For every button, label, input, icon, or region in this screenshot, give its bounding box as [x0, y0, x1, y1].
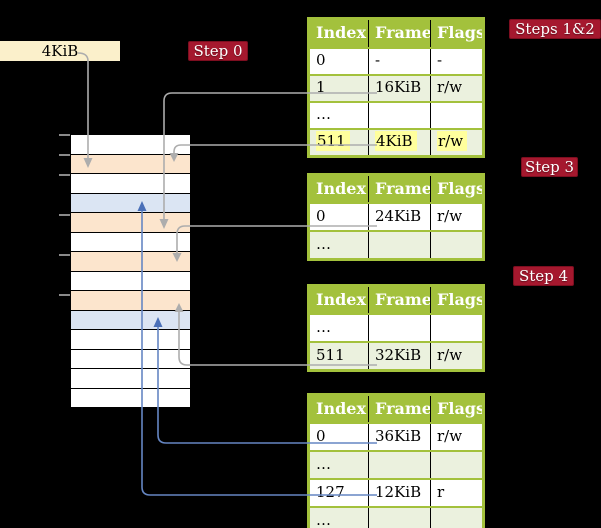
- column-header-index: Index: [310, 396, 368, 422]
- memory-frame: [71, 369, 190, 389]
- column-header-flags: Flags: [430, 20, 482, 47]
- memory-frame: [71, 349, 190, 369]
- physical-memory-column: [70, 134, 191, 408]
- memory-frame-32kib: [71, 291, 190, 311]
- page-table-level-1: Index Frame Flags 0 - - 1 16KiB r/w … 51…: [307, 17, 485, 158]
- memory-frame-24kib: [71, 252, 190, 272]
- cell-frame: 32KiB: [368, 343, 430, 369]
- cell-index: 127: [316, 483, 345, 501]
- highlighted-value: 4KiB: [375, 131, 417, 151]
- memory-frame-4kib: [71, 154, 190, 174]
- table-row: …: [310, 313, 482, 341]
- cell-flags: r/w: [430, 76, 482, 101]
- cell-frame: [368, 232, 430, 258]
- cell-flags: [430, 508, 482, 528]
- badge-step-3: Step 3: [521, 157, 578, 177]
- page-table-level-2: Index Frame Flags 0 24KiB r/w …: [307, 173, 485, 261]
- badge-step-0: Step 0: [188, 41, 248, 61]
- table-row: 0 36KiB r/w: [310, 422, 482, 450]
- memory-frame: [71, 330, 190, 350]
- highlighted-value: r/w: [437, 131, 468, 151]
- cell-index: 511: [316, 346, 345, 364]
- column-header-flags: Flags: [430, 396, 482, 422]
- table-row: 0 - -: [310, 47, 482, 74]
- address-tick: [59, 174, 70, 176]
- cell-index: …: [316, 105, 331, 123]
- column-header-index: Index: [310, 20, 368, 47]
- memory-frame-36kib: [71, 310, 190, 330]
- cell-frame: -: [368, 49, 430, 74]
- cell-flags: r/w: [430, 204, 482, 230]
- cell-flags: r/w: [430, 424, 482, 450]
- table-row: …: [310, 101, 482, 128]
- address-tick: [59, 294, 70, 296]
- memory-frame: [71, 388, 190, 407]
- memory-frame: [71, 232, 190, 252]
- cell-frame: [368, 103, 430, 128]
- address-tick: [59, 134, 70, 136]
- memory-frame: [71, 135, 190, 155]
- badge-step-4: Step 4: [513, 266, 574, 286]
- table-row: …: [310, 230, 482, 258]
- cell-frame: 16KiB: [368, 76, 430, 101]
- cell-index: 0: [316, 207, 326, 225]
- cell-index: …: [316, 235, 331, 253]
- column-header-index: Index: [310, 176, 368, 202]
- frame-size-label: 4KiB: [0, 41, 120, 61]
- badge-steps-1-2: Steps 1&2: [509, 19, 601, 39]
- cell-flags: [430, 232, 482, 258]
- column-header-frame: Frame: [368, 20, 430, 47]
- page-table-level-3: Index Frame Flags … 511 32KiB r/w: [307, 284, 485, 372]
- column-header-frame: Frame: [368, 287, 430, 313]
- column-header-frame: Frame: [368, 396, 430, 422]
- cell-flags: -: [430, 49, 482, 74]
- table-row: 127 12KiB r: [310, 478, 482, 506]
- page-table-level-4: Index Frame Flags 0 36KiB r/w … 127 12Ki…: [307, 393, 485, 528]
- cell-flags: r/w: [430, 130, 482, 155]
- table-header-row: Index Frame Flags: [310, 176, 482, 202]
- table-row-highlighted: 511 4KiB r/w: [310, 128, 482, 155]
- cell-flags: r: [430, 480, 482, 506]
- column-header-frame: Frame: [368, 176, 430, 202]
- table-header-row: Index Frame Flags: [310, 396, 482, 422]
- table-row: 0 24KiB r/w: [310, 202, 482, 230]
- address-tick: [59, 154, 70, 156]
- memory-frame: [71, 271, 190, 291]
- table-row: 1 16KiB r/w: [310, 74, 482, 101]
- cell-index: 0: [316, 427, 326, 445]
- column-header-flags: Flags: [430, 176, 482, 202]
- cell-index: 1: [316, 78, 326, 96]
- cell-frame: 4KiB: [368, 130, 430, 155]
- cell-frame: [368, 315, 430, 341]
- highlighted-value: 511: [316, 131, 350, 151]
- cell-flags: r/w: [430, 343, 482, 369]
- cell-index: …: [316, 511, 331, 528]
- column-header-flags: Flags: [430, 287, 482, 313]
- table-row: …: [310, 506, 482, 528]
- address-tick: [59, 254, 70, 256]
- cell-frame: 12KiB: [368, 480, 430, 506]
- cell-flags: [430, 103, 482, 128]
- memory-frame-16kib: [71, 213, 190, 233]
- cell-frame: 36KiB: [368, 424, 430, 450]
- table-row: …: [310, 450, 482, 478]
- cell-flags: [430, 452, 482, 478]
- column-header-index: Index: [310, 287, 368, 313]
- cell-index: 0: [316, 51, 326, 69]
- cell-index: …: [316, 455, 331, 473]
- cell-flags: [430, 315, 482, 341]
- memory-frame: [71, 174, 190, 194]
- table-header-row: Index Frame Flags: [310, 20, 482, 47]
- address-tick: [59, 214, 70, 216]
- cell-index: …: [316, 318, 331, 336]
- cell-frame: [368, 452, 430, 478]
- cell-frame: [368, 508, 430, 528]
- cell-frame: 24KiB: [368, 204, 430, 230]
- table-header-row: Index Frame Flags: [310, 287, 482, 313]
- memory-frame-12kib: [71, 193, 190, 213]
- cell-index: 511: [310, 130, 368, 155]
- table-row: 511 32KiB r/w: [310, 341, 482, 369]
